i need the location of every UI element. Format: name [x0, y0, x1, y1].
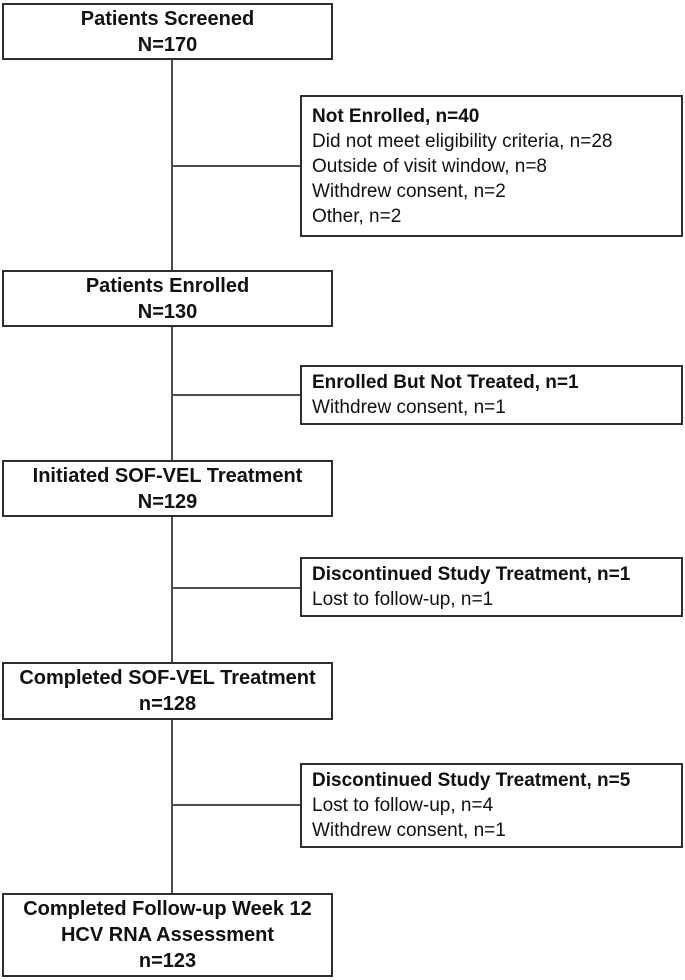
node-count: n=128	[138, 693, 197, 715]
node-item: Did not meet eligibility criteria, n=28	[312, 130, 613, 152]
node-patients-enrolled: Patients Enrolled N=130	[2, 270, 333, 327]
connector-vertical-completed-followup	[171, 720, 173, 893]
node-title: Not Enrolled, n=40	[312, 105, 480, 127]
node-initiated-treatment: Initiated SOF-VEL Treatment N=129	[2, 460, 333, 517]
node-title: Discontinued Study Treatment, n=5	[312, 770, 631, 791]
node-line: HCV RNA Assessment	[60, 924, 275, 946]
node-item: Lost to follow-up, n=1	[312, 589, 494, 610]
node-count: N=170	[137, 33, 198, 56]
node-item: Withdrew consent, n=1	[312, 397, 506, 418]
node-count: N=130	[137, 300, 198, 323]
connector-vertical-enrolled-initiated	[171, 327, 173, 460]
node-completed-followup: Completed Follow-up Week 12 HCV RNA Asse…	[2, 893, 333, 977]
node-patients-screened: Patients Screened N=170	[2, 3, 333, 60]
node-item: Withdrew consent, n=2	[312, 180, 506, 202]
connector-branch-discontinued-2	[172, 804, 300, 806]
node-line: Completed Follow-up Week 12	[23, 898, 312, 920]
node-not-enrolled: Not Enrolled, n=40 Did not meet eligibil…	[300, 95, 683, 237]
connector-branch-discontinued-1	[172, 587, 300, 589]
node-item: Lost to follow-up, n=4	[312, 795, 494, 816]
node-item: Other, n=2	[312, 205, 402, 227]
node-line: Initiated SOF-VEL Treatment	[32, 464, 303, 487]
node-line: Completed SOF-VEL Treatment	[19, 667, 316, 689]
node-item: Withdrew consent, n=1	[312, 820, 506, 841]
connector-branch-not-enrolled	[172, 165, 300, 167]
node-title: Discontinued Study Treatment, n=1	[312, 564, 631, 585]
node-discontinued-treatment-1: Discontinued Study Treatment, n=1 Lost t…	[300, 557, 683, 617]
node-count: n=123	[138, 950, 197, 972]
node-completed-treatment: Completed SOF-VEL Treatment n=128	[2, 662, 333, 720]
node-title: Enrolled But Not Treated, n=1	[312, 372, 579, 393]
node-discontinued-treatment-2: Discontinued Study Treatment, n=5 Lost t…	[300, 763, 683, 848]
node-enrolled-not-treated: Enrolled But Not Treated, n=1 Withdrew c…	[300, 365, 683, 425]
node-line: Patients Screened	[80, 7, 255, 30]
node-line: Patients Enrolled	[85, 274, 250, 297]
node-count: N=129	[137, 490, 198, 513]
node-item: Outside of visit window, n=8	[312, 155, 547, 177]
connector-branch-not-treated	[172, 394, 300, 396]
connector-vertical-initiated-completed	[171, 517, 173, 662]
